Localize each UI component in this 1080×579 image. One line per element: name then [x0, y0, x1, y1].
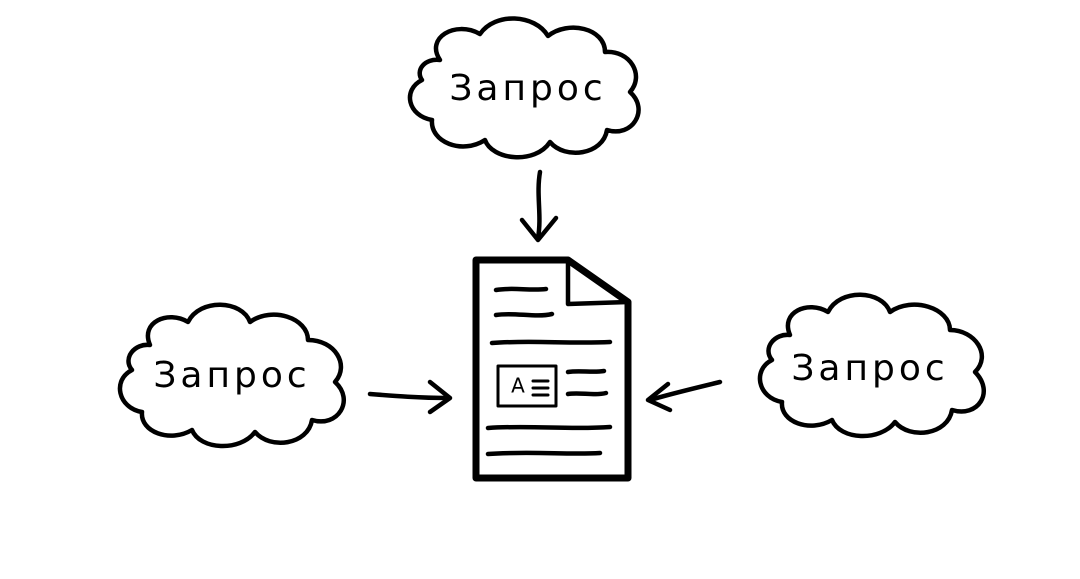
arrow-right-to-document [645, 379, 723, 413]
document-folded-corner [565, 257, 631, 307]
document-image-lines [531, 379, 550, 397]
cloud-right-label: Запрос [791, 348, 948, 389]
document-text-line [493, 286, 549, 293]
cloud-left-label: Запрос [153, 355, 310, 396]
cloud-top: Запрос [407, 16, 641, 160]
cloud-left: Запрос [117, 302, 346, 449]
arrow-left-to-document [367, 379, 453, 415]
document-icon-letter: A [511, 374, 525, 398]
cloud-right-outline [757, 292, 986, 439]
cloud-top-label: Запрос [449, 68, 606, 109]
arrow-top-to-document [519, 169, 559, 243]
document-text-line [485, 424, 613, 431]
document-icon: A [472, 256, 632, 482]
document-image-box [496, 364, 558, 408]
cloud-left-outline [117, 302, 346, 449]
document-text-line [493, 311, 555, 318]
document-text-line [565, 368, 607, 375]
cloud-right: Запрос [757, 292, 986, 439]
document-text-line [485, 450, 603, 457]
cloud-top-outline [407, 16, 641, 160]
document-text-line [489, 339, 613, 346]
document-text-line [565, 390, 609, 397]
